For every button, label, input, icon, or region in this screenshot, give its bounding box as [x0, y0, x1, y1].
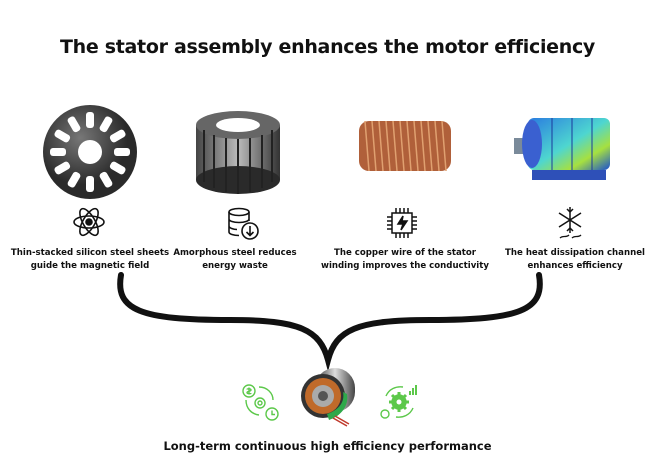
- feature-caption-silicon-steel: Thin-stacked silicon steel sheets guide …: [10, 248, 170, 271]
- snowflake-heat-icon: [558, 207, 582, 239]
- feature-caption-amorphous-steel: Amorphous steel reduces energy waste: [173, 248, 297, 271]
- cost-time-efficiency-icon: [242, 384, 279, 421]
- motor-image: [301, 368, 355, 427]
- atom-icon: [73, 207, 105, 237]
- amorphous-steel-core-image: [196, 111, 280, 194]
- feature-caption-heat-dissipation: The heat dissipation channel enhances ef…: [505, 248, 645, 271]
- database-download-icon: [228, 207, 259, 240]
- heat-dissipation-image: [514, 118, 610, 180]
- page-title: The stator assembly enhances the motor e…: [59, 36, 596, 58]
- chip-lightning-icon: [387, 208, 417, 238]
- result-caption: Long-term continuous high efficiency per…: [163, 439, 492, 453]
- feature-caption-copper-wire: The copper wire of the stator winding im…: [321, 248, 489, 271]
- silicon-steel-sheet-image: [43, 105, 137, 199]
- gear-growth-icon: [380, 385, 417, 419]
- copper-coil-image: [359, 120, 451, 172]
- curly-brace-connector: [117, 272, 543, 370]
